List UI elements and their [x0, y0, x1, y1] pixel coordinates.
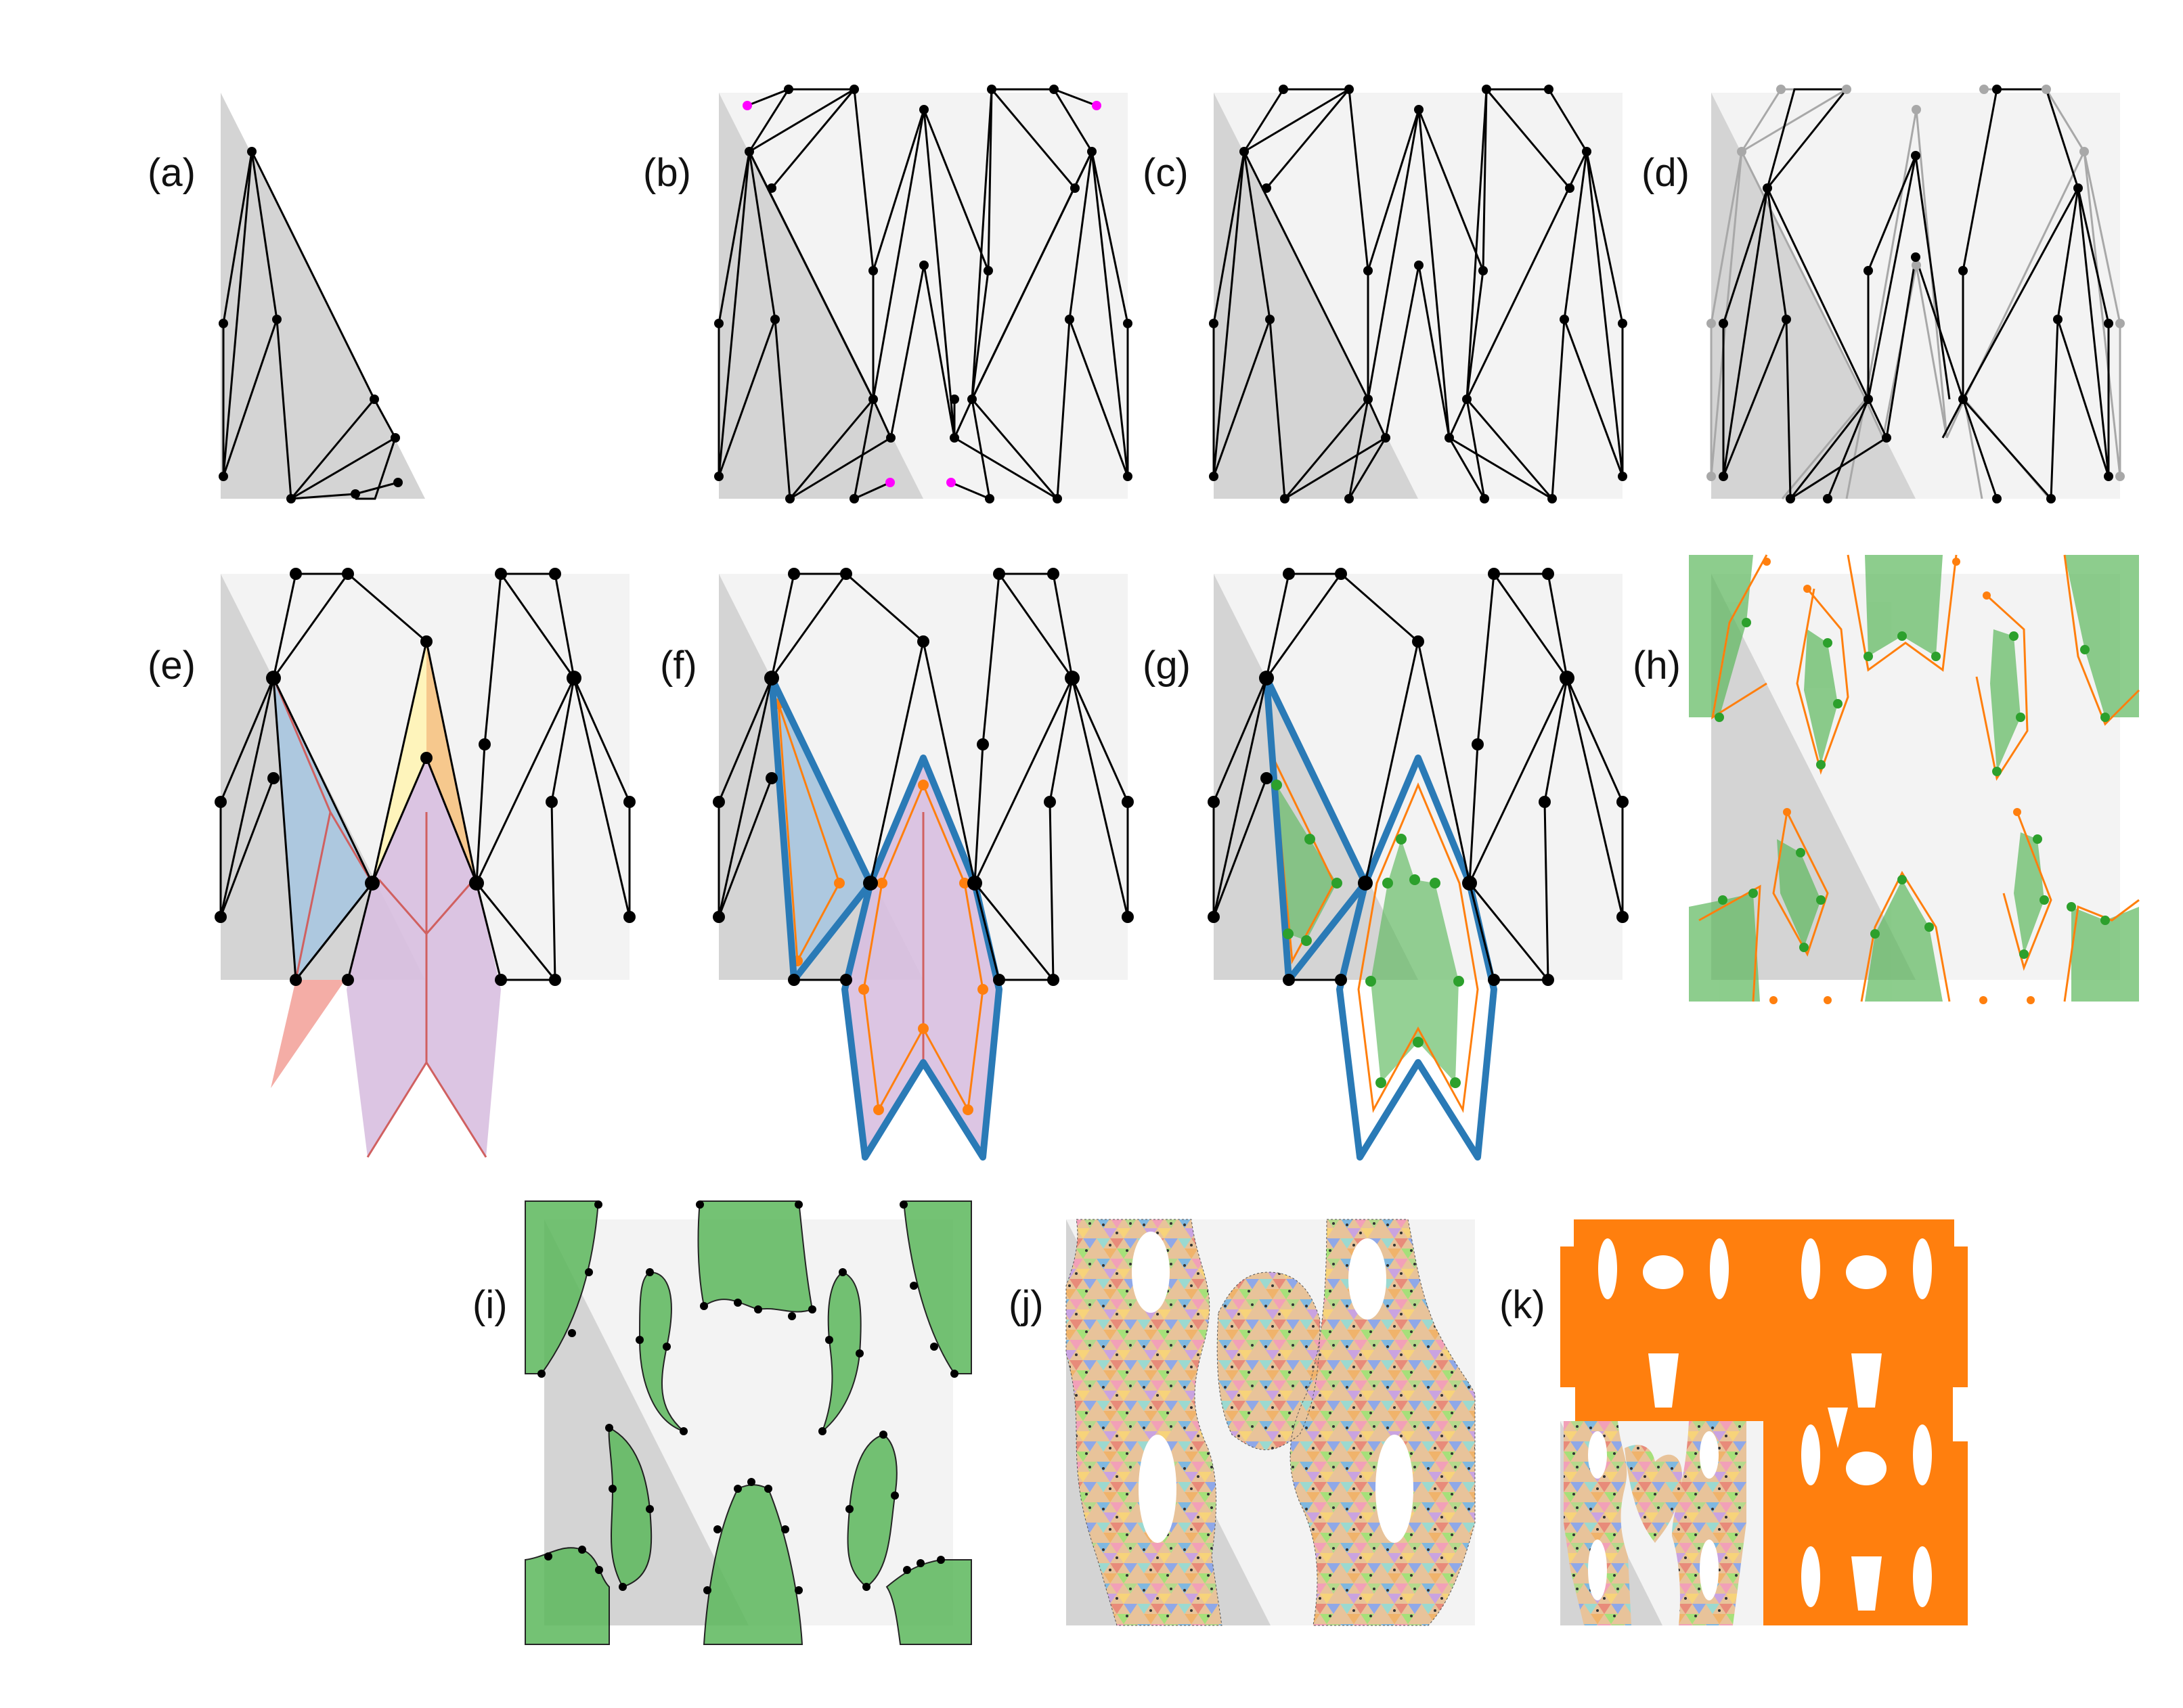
panel-d [1706, 85, 2125, 503]
panel-label-f: (f) [660, 644, 697, 688]
panel-label-h: (h) [1633, 644, 1681, 688]
panel-label-i: (i) [472, 1283, 508, 1327]
panel-b [714, 85, 1132, 503]
panel-label-g: (g) [1143, 644, 1191, 688]
panel-h [1689, 554, 2140, 1004]
green-region [1371, 839, 1459, 1083]
green-nodes [1271, 780, 1464, 1088]
boundary-nodes [537, 1200, 958, 1594]
graph-nodes [219, 147, 403, 503]
cell-blue [273, 678, 372, 980]
orange-outline [1698, 554, 2140, 1002]
panel-e [215, 568, 636, 1158]
highlight-nodes [743, 101, 1101, 487]
panel-a [219, 93, 425, 503]
panel-k [1560, 1219, 1968, 1625]
graph-nodes [215, 568, 636, 986]
green-regions [1689, 555, 2139, 1002]
green-region [1277, 785, 1337, 941]
panel-label-e: (e) [148, 644, 196, 688]
panel-label-c: (c) [1143, 151, 1189, 195]
meshed-holes [1588, 1431, 1719, 1600]
cell-red [271, 980, 345, 1088]
ghost-nodes [1706, 85, 2125, 481]
panel-f [713, 568, 1134, 1161]
panel-label-d: (d) [1641, 151, 1690, 195]
panel-i [525, 1200, 972, 1645]
tiling-holes [1560, 1219, 1968, 1611]
graph-nodes [714, 85, 1132, 503]
holes [1132, 1232, 1413, 1543]
graph-nodes [713, 568, 1134, 986]
panel-j [1065, 1219, 1476, 1626]
panel-label-k: (k) [1499, 1283, 1545, 1327]
graph-nodes [1208, 568, 1629, 986]
green-regions [525, 1200, 972, 1645]
panel-c [1209, 85, 1627, 503]
panel-g [1208, 568, 1629, 1161]
panel-label-b: (b) [643, 151, 691, 195]
panel-label-a: (a) [148, 151, 196, 195]
graph-nodes [1719, 85, 2113, 503]
orange-nodes [1763, 558, 2035, 1004]
panel-label-j: (j) [1009, 1283, 1044, 1327]
medial-axis [272, 677, 487, 1158]
green-nodes [1715, 618, 2110, 959]
graph-nodes [1209, 85, 1627, 503]
fundamental-triangle [544, 1219, 749, 1625]
cell-purple [347, 758, 501, 1157]
fundamental-triangle [1711, 574, 1916, 980]
